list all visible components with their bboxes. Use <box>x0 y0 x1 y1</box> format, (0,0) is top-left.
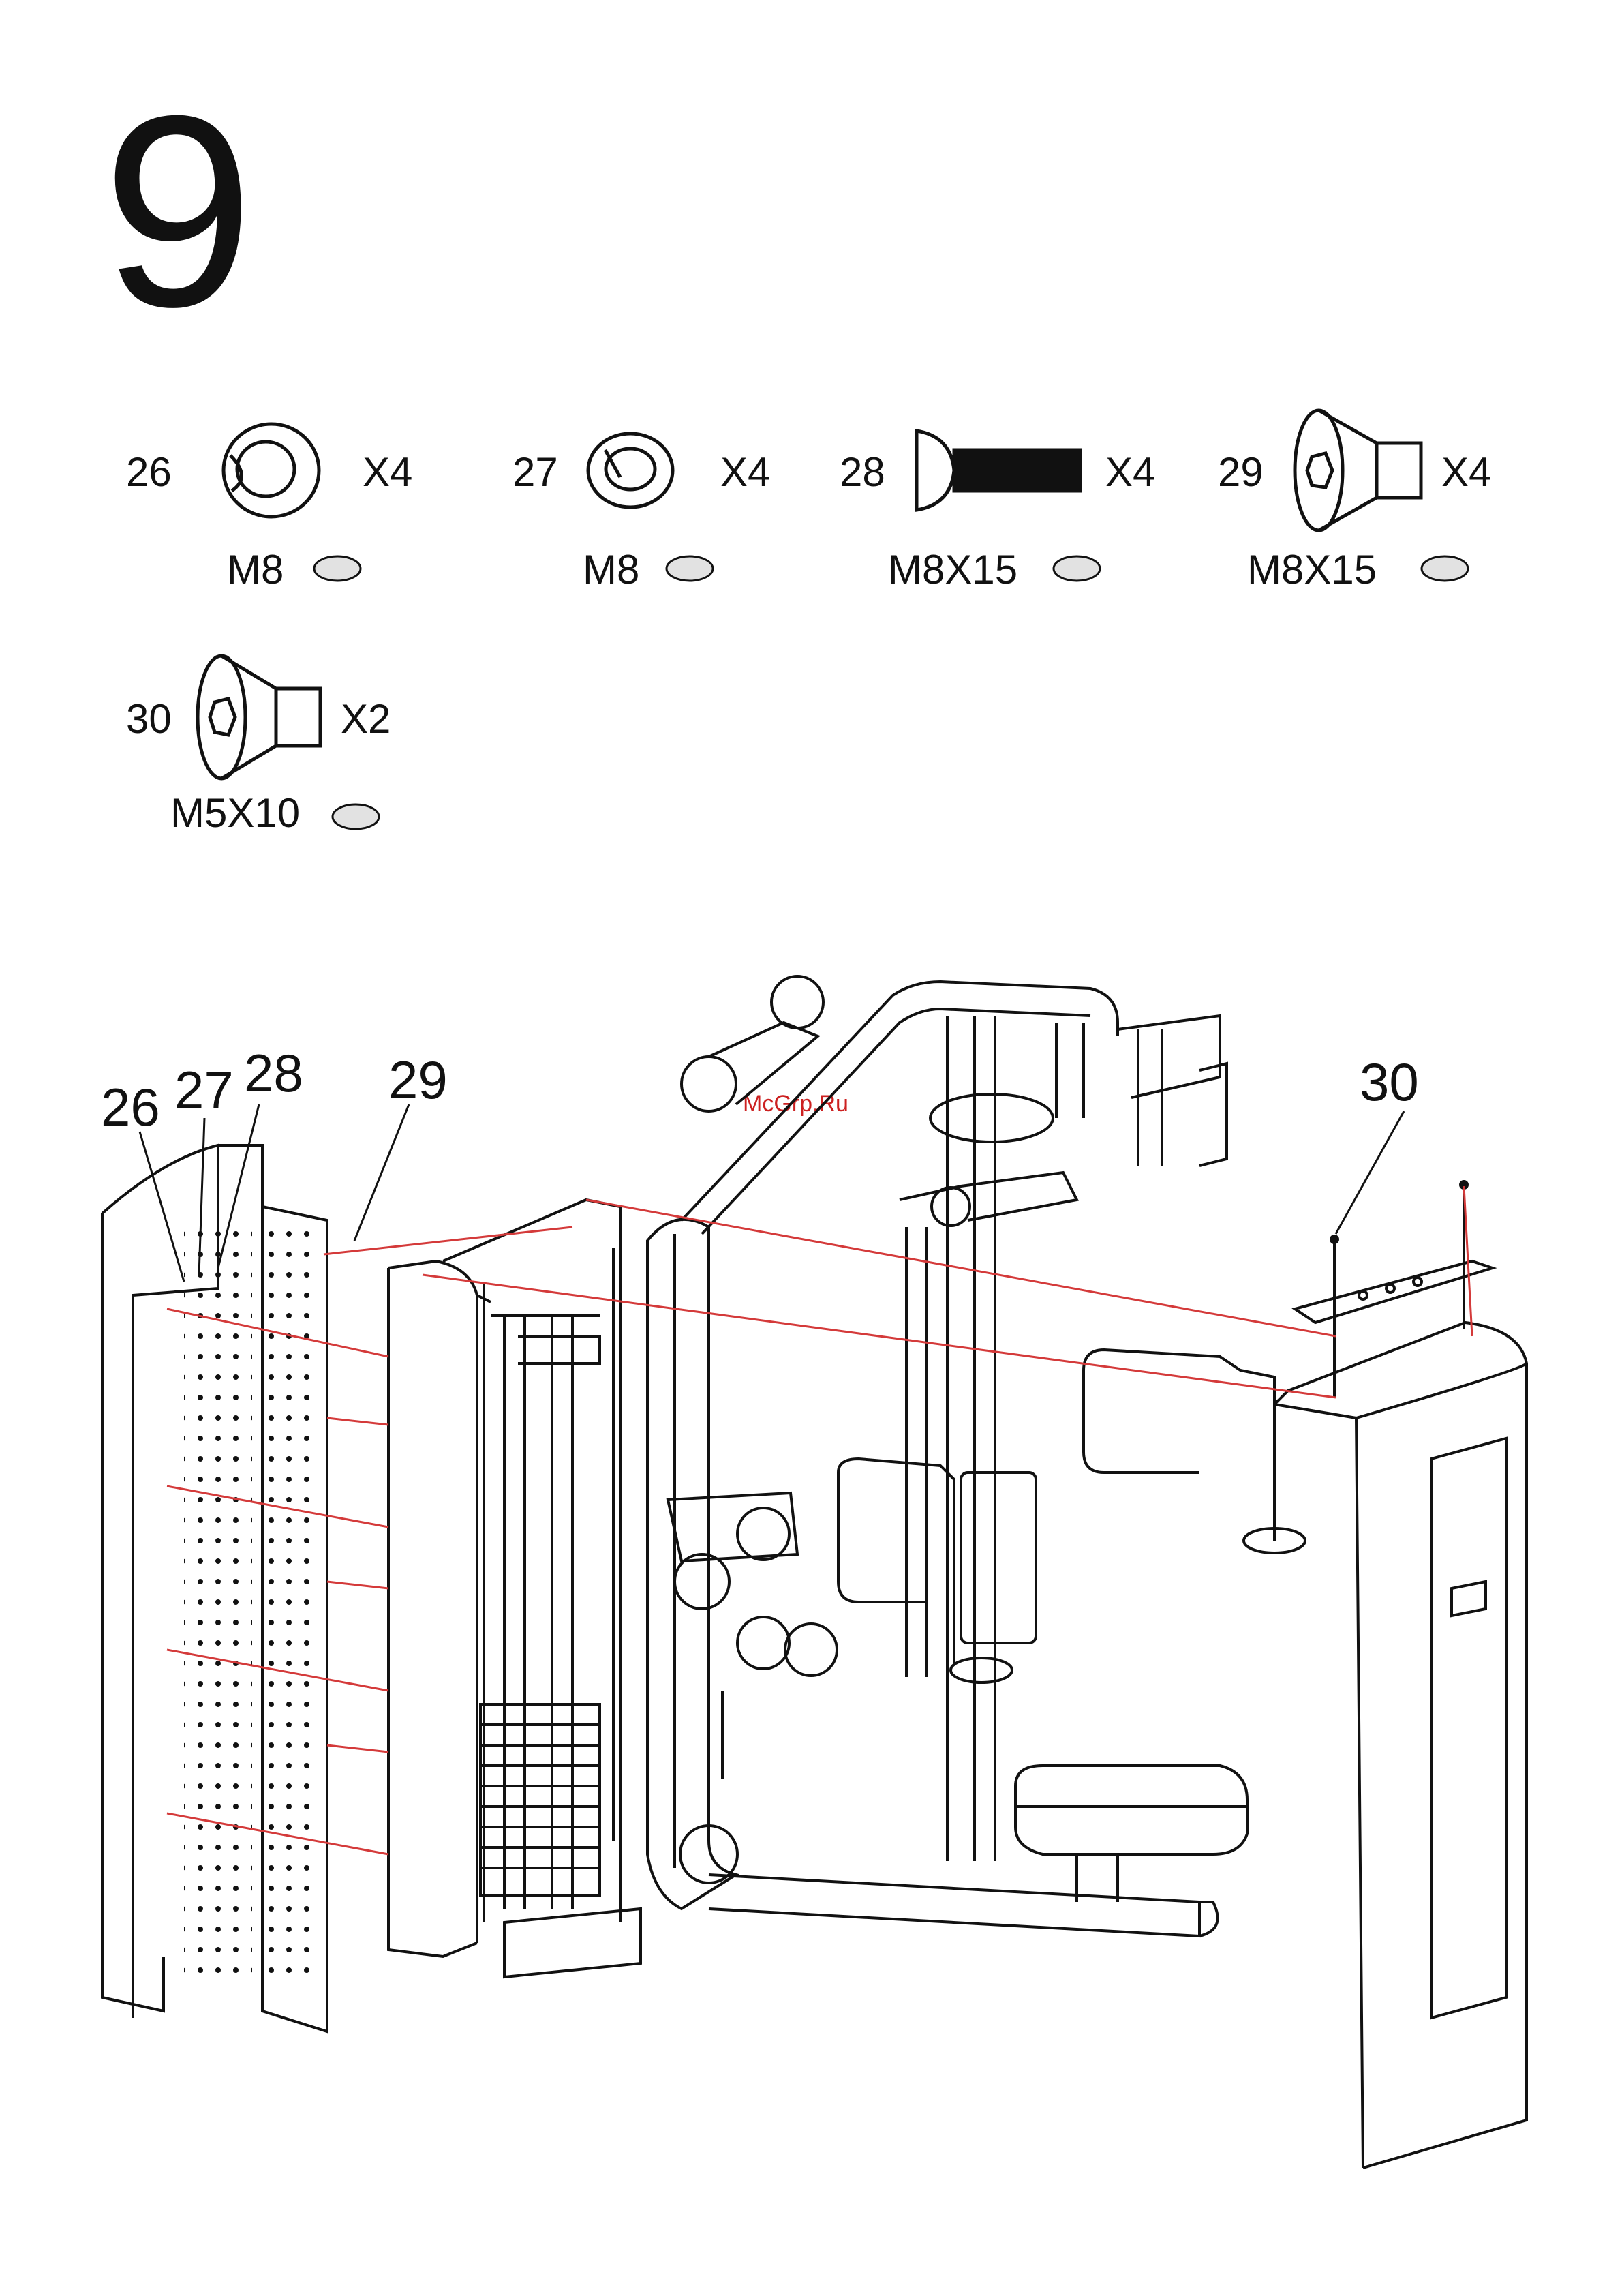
pulley-cluster <box>668 1493 837 1883</box>
right-shroud-panel <box>1274 1261 1527 2168</box>
washer-icon <box>224 424 319 517</box>
countersunk-bolt-icon <box>1295 410 1421 530</box>
size-badge-30 <box>333 804 379 829</box>
alignment-guides <box>167 1186 1472 1854</box>
countersunk-bolt-icon <box>198 656 320 779</box>
left-shroud-panel <box>102 1145 327 2031</box>
left-handle <box>838 1459 1036 1682</box>
top-pivot-assembly <box>682 976 1227 1226</box>
machine-drawing <box>102 976 1527 2168</box>
size-badge-27 <box>667 556 713 581</box>
size-badge-26 <box>314 556 361 581</box>
callout-leaders <box>140 1104 1404 1282</box>
weight-stack-tower <box>443 1200 641 1977</box>
right-handle <box>1084 1350 1305 1553</box>
front-cover-plate <box>388 1261 491 1957</box>
button-head-bolt-icon <box>917 431 1080 510</box>
size-badge-28 <box>1054 556 1100 581</box>
size-badge-29 <box>1422 556 1468 581</box>
spring-washer-icon <box>588 434 673 507</box>
seat <box>1015 1766 1247 1902</box>
